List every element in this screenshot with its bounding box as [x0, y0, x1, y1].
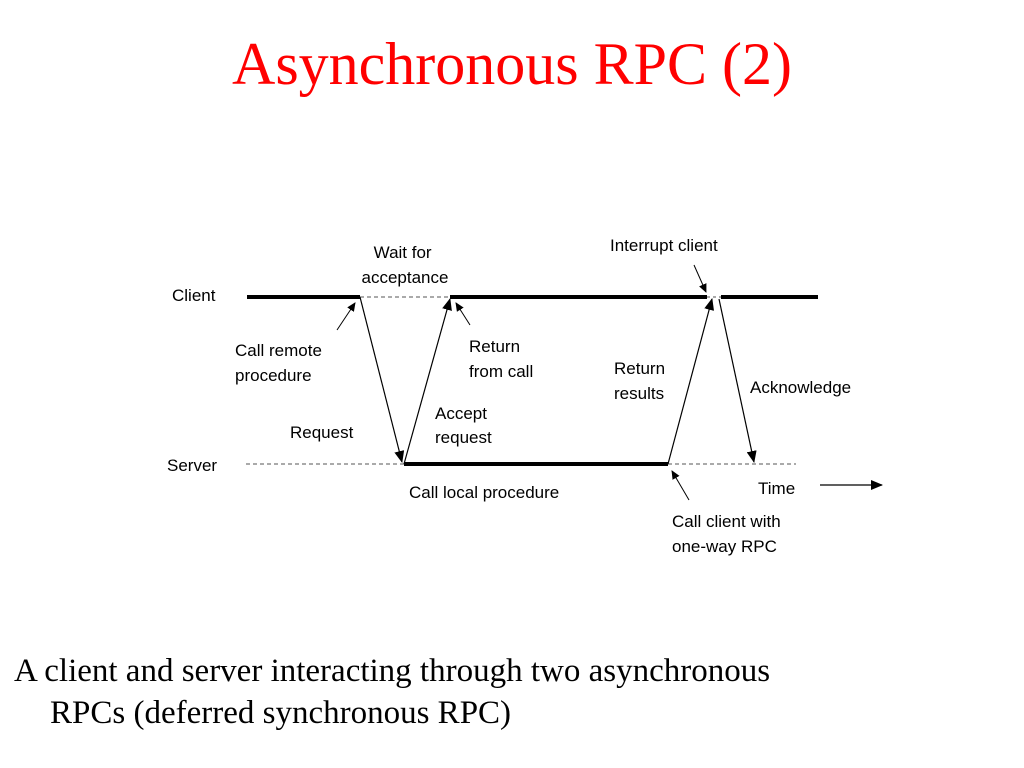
call-local-procedure-label: Call local procedure — [409, 483, 559, 502]
return-from-call-pointer — [455, 302, 471, 326]
return-from-call-label: Return from call — [469, 337, 533, 381]
return-results-arrow — [667, 298, 714, 465]
slide-caption: A client and server interacting through … — [14, 650, 1014, 734]
accept-request-label: Accept request — [435, 404, 492, 447]
interrupt-client-label: Interrupt client — [610, 236, 718, 255]
request-message-arrow — [359, 296, 405, 463]
return-results-label: Return results — [614, 359, 670, 403]
call-client-oneway-label: Call client with one-way RPC — [672, 512, 785, 556]
wait-for-acceptance-label: Wait for acceptance — [362, 243, 449, 287]
call-remote-pointer — [336, 302, 356, 331]
call-client-pointer — [671, 470, 690, 501]
server-label: Server — [167, 456, 217, 475]
accept-message-arrow — [403, 298, 452, 465]
caption-line-1: A client and server interacting through … — [14, 653, 771, 689]
acknowledge-label: Acknowledge — [750, 378, 851, 397]
call-remote-procedure-label: Call remote procedure — [235, 341, 327, 385]
caption-line-2: RPCs (deferred synchronous RPC) — [50, 695, 512, 731]
time-label: Time — [758, 479, 795, 498]
interrupt-client-pointer — [693, 264, 707, 293]
slide-title: Asynchronous RPC (2) — [231, 31, 792, 97]
acknowledge-arrow — [718, 298, 757, 463]
client-label: Client — [172, 286, 216, 305]
request-label: Request — [290, 423, 354, 442]
